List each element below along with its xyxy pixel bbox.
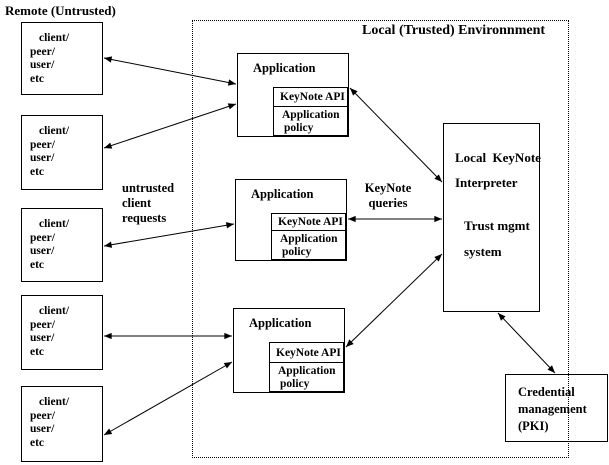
keynote-api-box: KeyNote API — [269, 342, 344, 363]
application-inner: KeyNote API Application policy — [273, 87, 348, 136]
application-policy-line: policy — [282, 246, 312, 258]
application-policy-line: Application — [282, 109, 340, 121]
application-title: Application — [249, 316, 312, 330]
client-box-line: etc — [30, 345, 45, 358]
keynote-api-box: KeyNote API — [271, 213, 346, 231]
credential-line: management — [518, 402, 587, 416]
client-box-line: peer/ — [30, 318, 55, 331]
application-box-2: Application KeyNote API Application poli… — [235, 179, 347, 261]
keynote-api-label: KeyNote API — [278, 216, 343, 228]
credential-line: (PKI) — [518, 419, 549, 433]
keynote-api-label: KeyNote API — [276, 346, 341, 359]
client-box-line: user/ — [30, 332, 55, 344]
label-line: queries — [368, 196, 408, 210]
label-line: client — [122, 196, 152, 210]
interpreter-line: Trust mgmt — [464, 218, 530, 233]
untrusted-client-requests-label: untrusted client requests — [122, 181, 174, 226]
keynote-interpreter-box: Local KeyNote Interpreter Trust mgmt sys… — [443, 123, 541, 312]
application-policy-line: Application — [280, 233, 338, 245]
interpreter-line: system — [464, 244, 502, 259]
client-box-1: client/ peer/ user/ etc — [21, 22, 103, 95]
application-policy-line: policy — [280, 378, 310, 390]
credential-line: Credential — [518, 385, 575, 399]
client-box-3: client/ peer/ user/ etc — [21, 208, 103, 282]
client-box-line: client/ — [39, 32, 70, 44]
client-box-line: client/ — [39, 218, 70, 230]
application-box-3: Application KeyNote API Application poli… — [233, 308, 345, 393]
remote-environment-title: Remote (Untrusted) — [5, 3, 116, 18]
client-box-line: peer/ — [30, 409, 55, 422]
application-policy-box: Application policy — [269, 362, 344, 392]
application-policy-box: Application policy — [271, 230, 346, 260]
label-line: KeyNote — [364, 181, 412, 195]
client-box-line: client/ — [39, 125, 70, 137]
client-box-line: client/ — [39, 396, 70, 408]
keynote-queries-label: KeyNote queries — [361, 181, 415, 211]
application-title: Application — [251, 187, 314, 201]
client-box-line: etc — [30, 258, 45, 271]
application-title: Application — [253, 61, 316, 75]
application-box-1: Application KeyNote API Application poli… — [237, 53, 349, 137]
application-inner: KeyNote API Application policy — [271, 213, 346, 260]
client-box-5: client/ peer/ user/ etc — [21, 386, 103, 462]
application-inner: KeyNote API Application policy — [269, 342, 344, 392]
client-box-line: client/ — [39, 305, 70, 317]
label-line: requests — [122, 211, 167, 225]
client-box-line: user/ — [30, 245, 55, 257]
client-box-line: user/ — [30, 152, 55, 164]
client-box-line: user/ — [30, 59, 55, 71]
label-line: untrusted — [122, 181, 175, 195]
interpreter-line: Interpreter — [455, 175, 518, 190]
client-box-line: peer/ — [30, 231, 55, 244]
interpreter-line: Local KeyNote — [455, 150, 541, 165]
client-box-line: peer/ — [30, 138, 55, 151]
client-box-4: client/ peer/ user/ etc — [21, 295, 103, 370]
credential-management-box: Credential management (PKI) — [505, 374, 608, 442]
application-policy-box: Application policy — [273, 106, 348, 136]
keynote-api-label: KeyNote API — [280, 91, 345, 103]
application-policy-line: policy — [284, 122, 314, 134]
client-box-line: etc — [30, 436, 45, 449]
client-box-line: etc — [30, 165, 45, 178]
keynote-api-box: KeyNote API — [273, 87, 348, 107]
client-box-line: etc — [30, 72, 45, 85]
local-environment-title: Local (Trusted) Environnment — [362, 23, 546, 38]
client-box-2: client/ peer/ user/ etc — [21, 115, 103, 190]
client-box-line: peer/ — [30, 45, 55, 58]
client-box-line: user/ — [30, 423, 55, 435]
application-policy-line: Application — [278, 365, 336, 377]
